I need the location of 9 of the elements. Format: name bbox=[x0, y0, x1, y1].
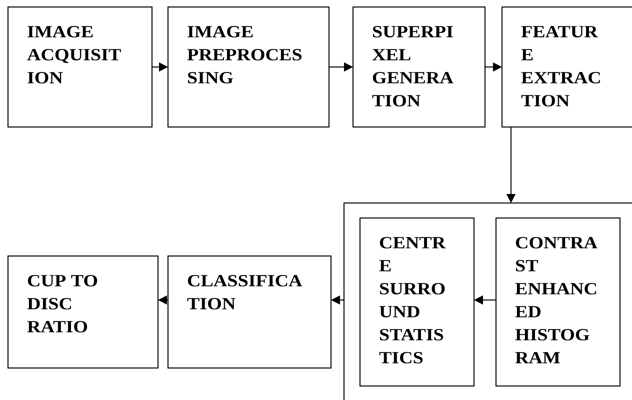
process-box: IMAGE ACQUISIT ION bbox=[8, 6, 152, 128]
process-box: FEATUR E EXTRAC TION bbox=[502, 6, 632, 128]
process-box: CENTR E SURRO UND STATIS TICS bbox=[360, 218, 474, 386]
group-box bbox=[344, 202, 632, 400]
process-box: CLASSIFICA TION bbox=[168, 256, 332, 368]
process-box: CUP TO DISC RATIO bbox=[8, 256, 158, 368]
process-box: IMAGE PREPROCES SING bbox=[168, 6, 330, 128]
process-box: CONTRA ST ENHANC ED HISTOG RAM bbox=[496, 218, 620, 386]
process-box: SUPERPI XEL GENERA TION bbox=[352, 6, 486, 128]
